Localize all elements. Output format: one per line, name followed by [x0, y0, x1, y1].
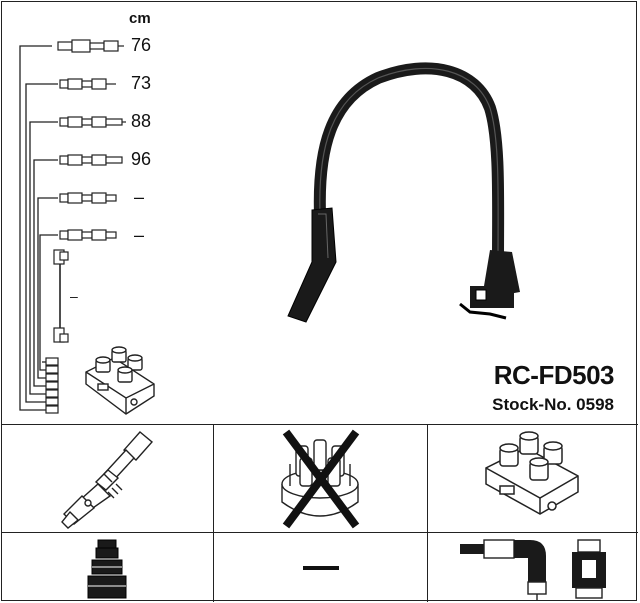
coil-lead-top-connector — [53, 249, 69, 265]
distributor-boot-none-mark — [303, 566, 339, 570]
harness-terminals — [45, 357, 59, 414]
lead-connector-6 — [59, 229, 117, 241]
lead-connector-5 — [59, 192, 117, 204]
not-included-cross-icon — [282, 429, 360, 529]
cable-length-2: 73 — [131, 73, 152, 93]
divider-middle — [1, 532, 638, 533]
cable-length-3: 88 — [131, 111, 152, 131]
cable-length-6: – — [134, 225, 145, 245]
coil-lead-bottom-connector — [53, 327, 69, 343]
schematic-coil-icon — [85, 346, 155, 415]
spark-plug-icon — [61, 431, 154, 529]
divider-col-2 — [427, 424, 428, 602]
product-code: RC-FD503 — [493, 360, 615, 390]
lead-connector-4 — [59, 154, 123, 166]
divider-col-1 — [213, 424, 214, 602]
lead-connectors — [45, 39, 126, 414]
cable-length-1: 76 — [131, 35, 152, 55]
lead-connector-3 — [59, 116, 126, 128]
lead-connector-2 — [59, 78, 116, 90]
stock-number: Stock-No. 0598 — [492, 395, 614, 414]
lead-connector-1 — [57, 39, 124, 53]
unit-label: cm — [129, 10, 151, 27]
cable-length-5: – — [134, 187, 145, 207]
spark-plug-boot-icon — [87, 539, 127, 599]
coil-lead-length: – — [70, 288, 78, 304]
cable-length-4: 96 — [131, 149, 152, 169]
cable-schematic — [19, 45, 61, 411]
main-ht-cable — [287, 62, 520, 323]
coil-connector-icon — [460, 539, 606, 600]
divider-top — [1, 424, 638, 425]
ignition-coil-icon — [485, 431, 579, 515]
